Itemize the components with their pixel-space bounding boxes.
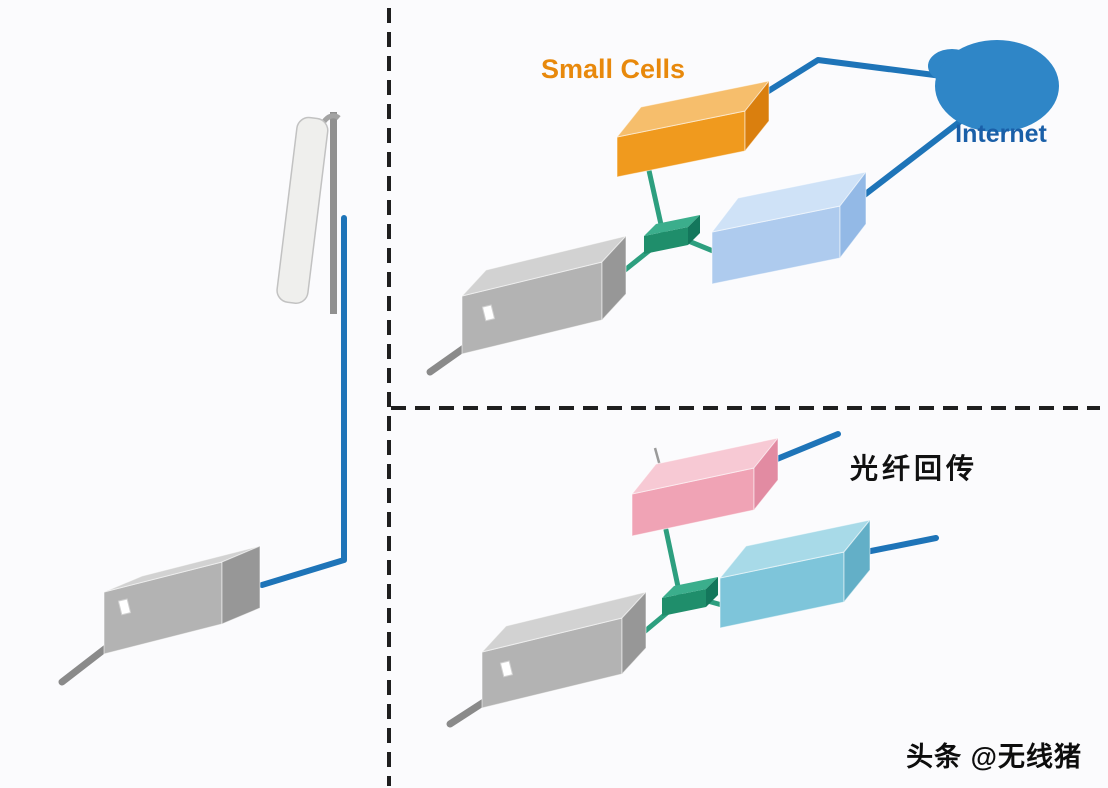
baseband-unit-left-cable — [58, 644, 110, 686]
internet-label: Internet — [955, 120, 1047, 148]
outdoor-unit-top-port-label — [481, 304, 496, 322]
outdoor-unit-bottom-side-face — [621, 590, 647, 676]
outdoor-unit-top-cable — [426, 344, 468, 376]
macro-antenna-section — [58, 112, 347, 686]
small-cell-box — [615, 79, 771, 178]
fiber-backhaul-label: 光纤回传 — [849, 453, 978, 484]
fiber-splitter-bottom-top-face — [662, 577, 718, 598]
antenna-feeder-cable — [259, 215, 347, 588]
internet-cloud — [928, 40, 1059, 132]
gateway-box — [710, 170, 868, 285]
baseband-unit-left-port-label — [117, 598, 132, 616]
link-internet-gateway — [847, 117, 965, 209]
switch-box-side-face — [843, 518, 871, 604]
outdoor-unit-top-side-face — [601, 234, 627, 322]
small-cell-section: Small Cells Internet — [426, 40, 1059, 376]
fiber-splitter-top-side-face — [688, 215, 700, 245]
fiber-backhaul-section: 光纤回传 — [446, 431, 978, 728]
fiber-splitter-top-top-face — [644, 215, 700, 236]
gateway-box-side-face — [839, 170, 867, 260]
outdoor-unit-bottom-port-label — [499, 660, 514, 678]
small-cell-box-side-face — [744, 79, 770, 153]
outdoor-unit-bottom — [446, 590, 648, 728]
onu-box — [630, 436, 780, 537]
fiber-splitter-bottom-side-face — [706, 577, 718, 607]
baseband-unit-left — [58, 545, 261, 686]
outdoor-unit-bottom-cable — [446, 698, 488, 728]
watermark-text: 头条 @无线猪 — [906, 742, 1082, 772]
fiber-link-splitter-onu — [663, 527, 683, 599]
fiber-splitter-top — [644, 215, 700, 254]
switch-box — [718, 518, 872, 629]
onu-box-side-face — [753, 436, 779, 512]
small-cells-label: Small Cells — [541, 54, 685, 84]
fiber-splitter-bottom — [662, 577, 718, 616]
outdoor-unit-top — [426, 234, 628, 376]
antenna-pole — [330, 112, 337, 314]
panel-antenna — [276, 116, 329, 304]
internet-cloud-body — [935, 40, 1059, 132]
baseband-unit-left-side-face — [221, 545, 261, 625]
